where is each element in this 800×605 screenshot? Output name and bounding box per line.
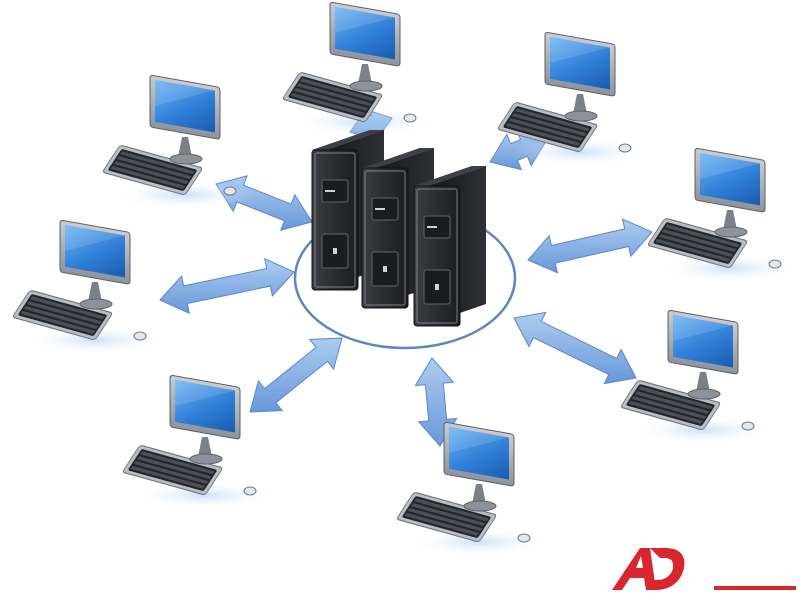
connection-arrow: [513, 311, 637, 385]
logo-mark: [612, 548, 656, 590]
connection-arrow: [249, 337, 343, 413]
client-computer: [121, 374, 276, 510]
logo-underline: [714, 586, 796, 590]
client-computer: [101, 74, 256, 210]
logo-mark: [650, 548, 685, 590]
server-cluster: [311, 129, 487, 327]
client-computer: [646, 147, 800, 283]
connection-arrow: [159, 257, 295, 315]
server-tower: [413, 165, 487, 327]
client-computer: [395, 421, 550, 557]
client-computer: [281, 1, 436, 137]
client-computer: [496, 31, 651, 167]
ad-logo: [612, 548, 796, 590]
client-computer: [11, 219, 166, 355]
connection-arrow: [527, 218, 653, 274]
client-computer: [619, 309, 774, 445]
